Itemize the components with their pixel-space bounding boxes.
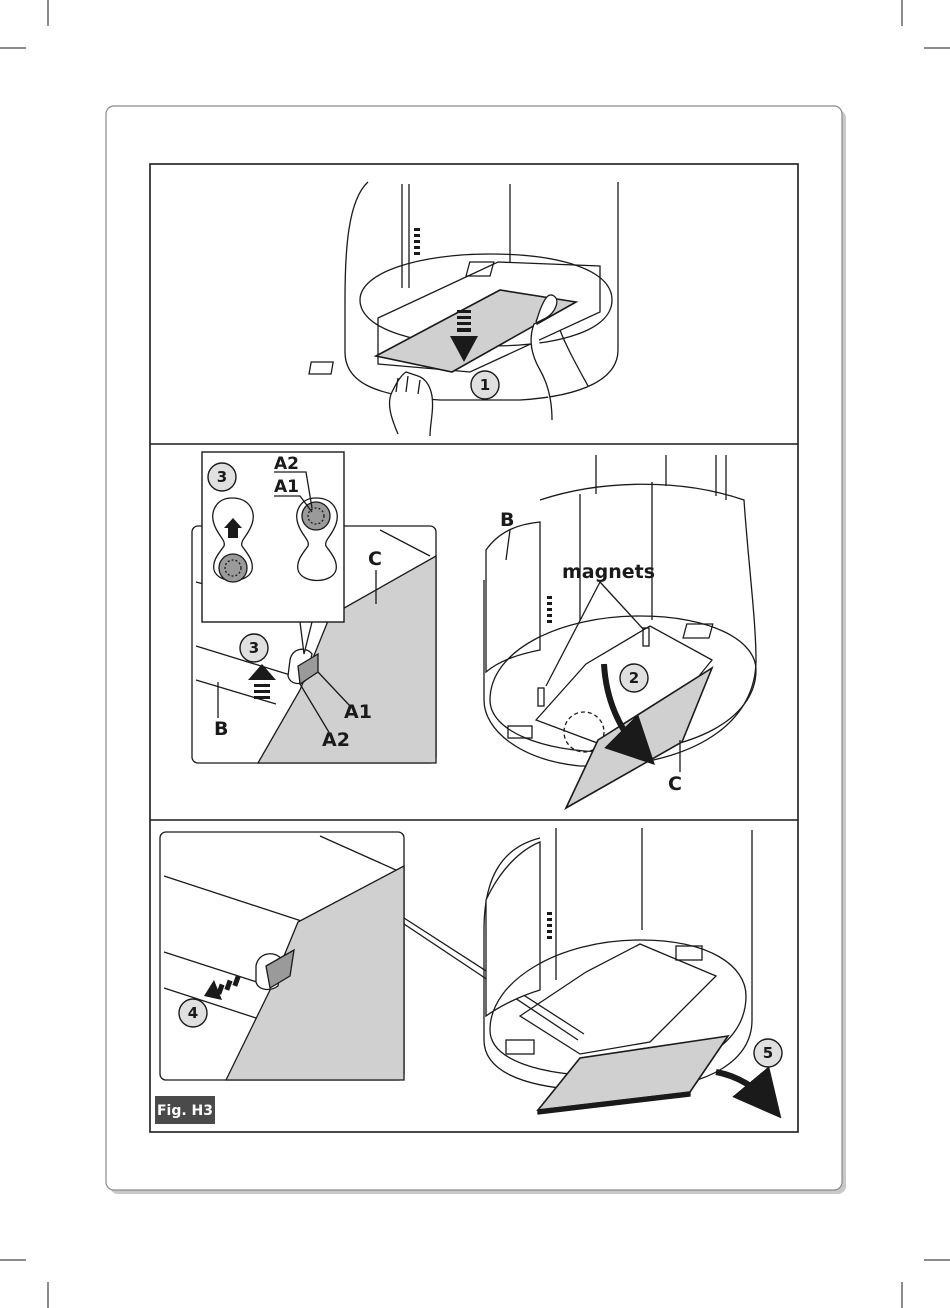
step-4-label: 4 bbox=[188, 1004, 198, 1022]
step-1-label: 1 bbox=[480, 376, 490, 394]
inset-step-label: 3 bbox=[217, 468, 227, 486]
knob-upper bbox=[302, 502, 330, 530]
label-c-right: C bbox=[668, 773, 682, 795]
detail-label-a1: A1 bbox=[274, 477, 299, 497]
step-2-label: 2 bbox=[629, 669, 639, 687]
label-magnets: magnets bbox=[562, 561, 655, 583]
figure-tag: Fig. H3 bbox=[157, 1103, 213, 1119]
detail-label-a2: A2 bbox=[274, 454, 299, 474]
step-3-label: 3 bbox=[249, 639, 259, 657]
side-panel-b bbox=[486, 522, 540, 672]
label-b-left: B bbox=[214, 718, 228, 740]
label-b-right: B bbox=[500, 509, 514, 531]
label-a2: A2 bbox=[322, 729, 350, 751]
step-5-label: 5 bbox=[763, 1044, 773, 1062]
label-c-left: C bbox=[368, 548, 382, 570]
label-a1: A1 bbox=[344, 701, 372, 723]
knob-lower bbox=[219, 554, 247, 582]
